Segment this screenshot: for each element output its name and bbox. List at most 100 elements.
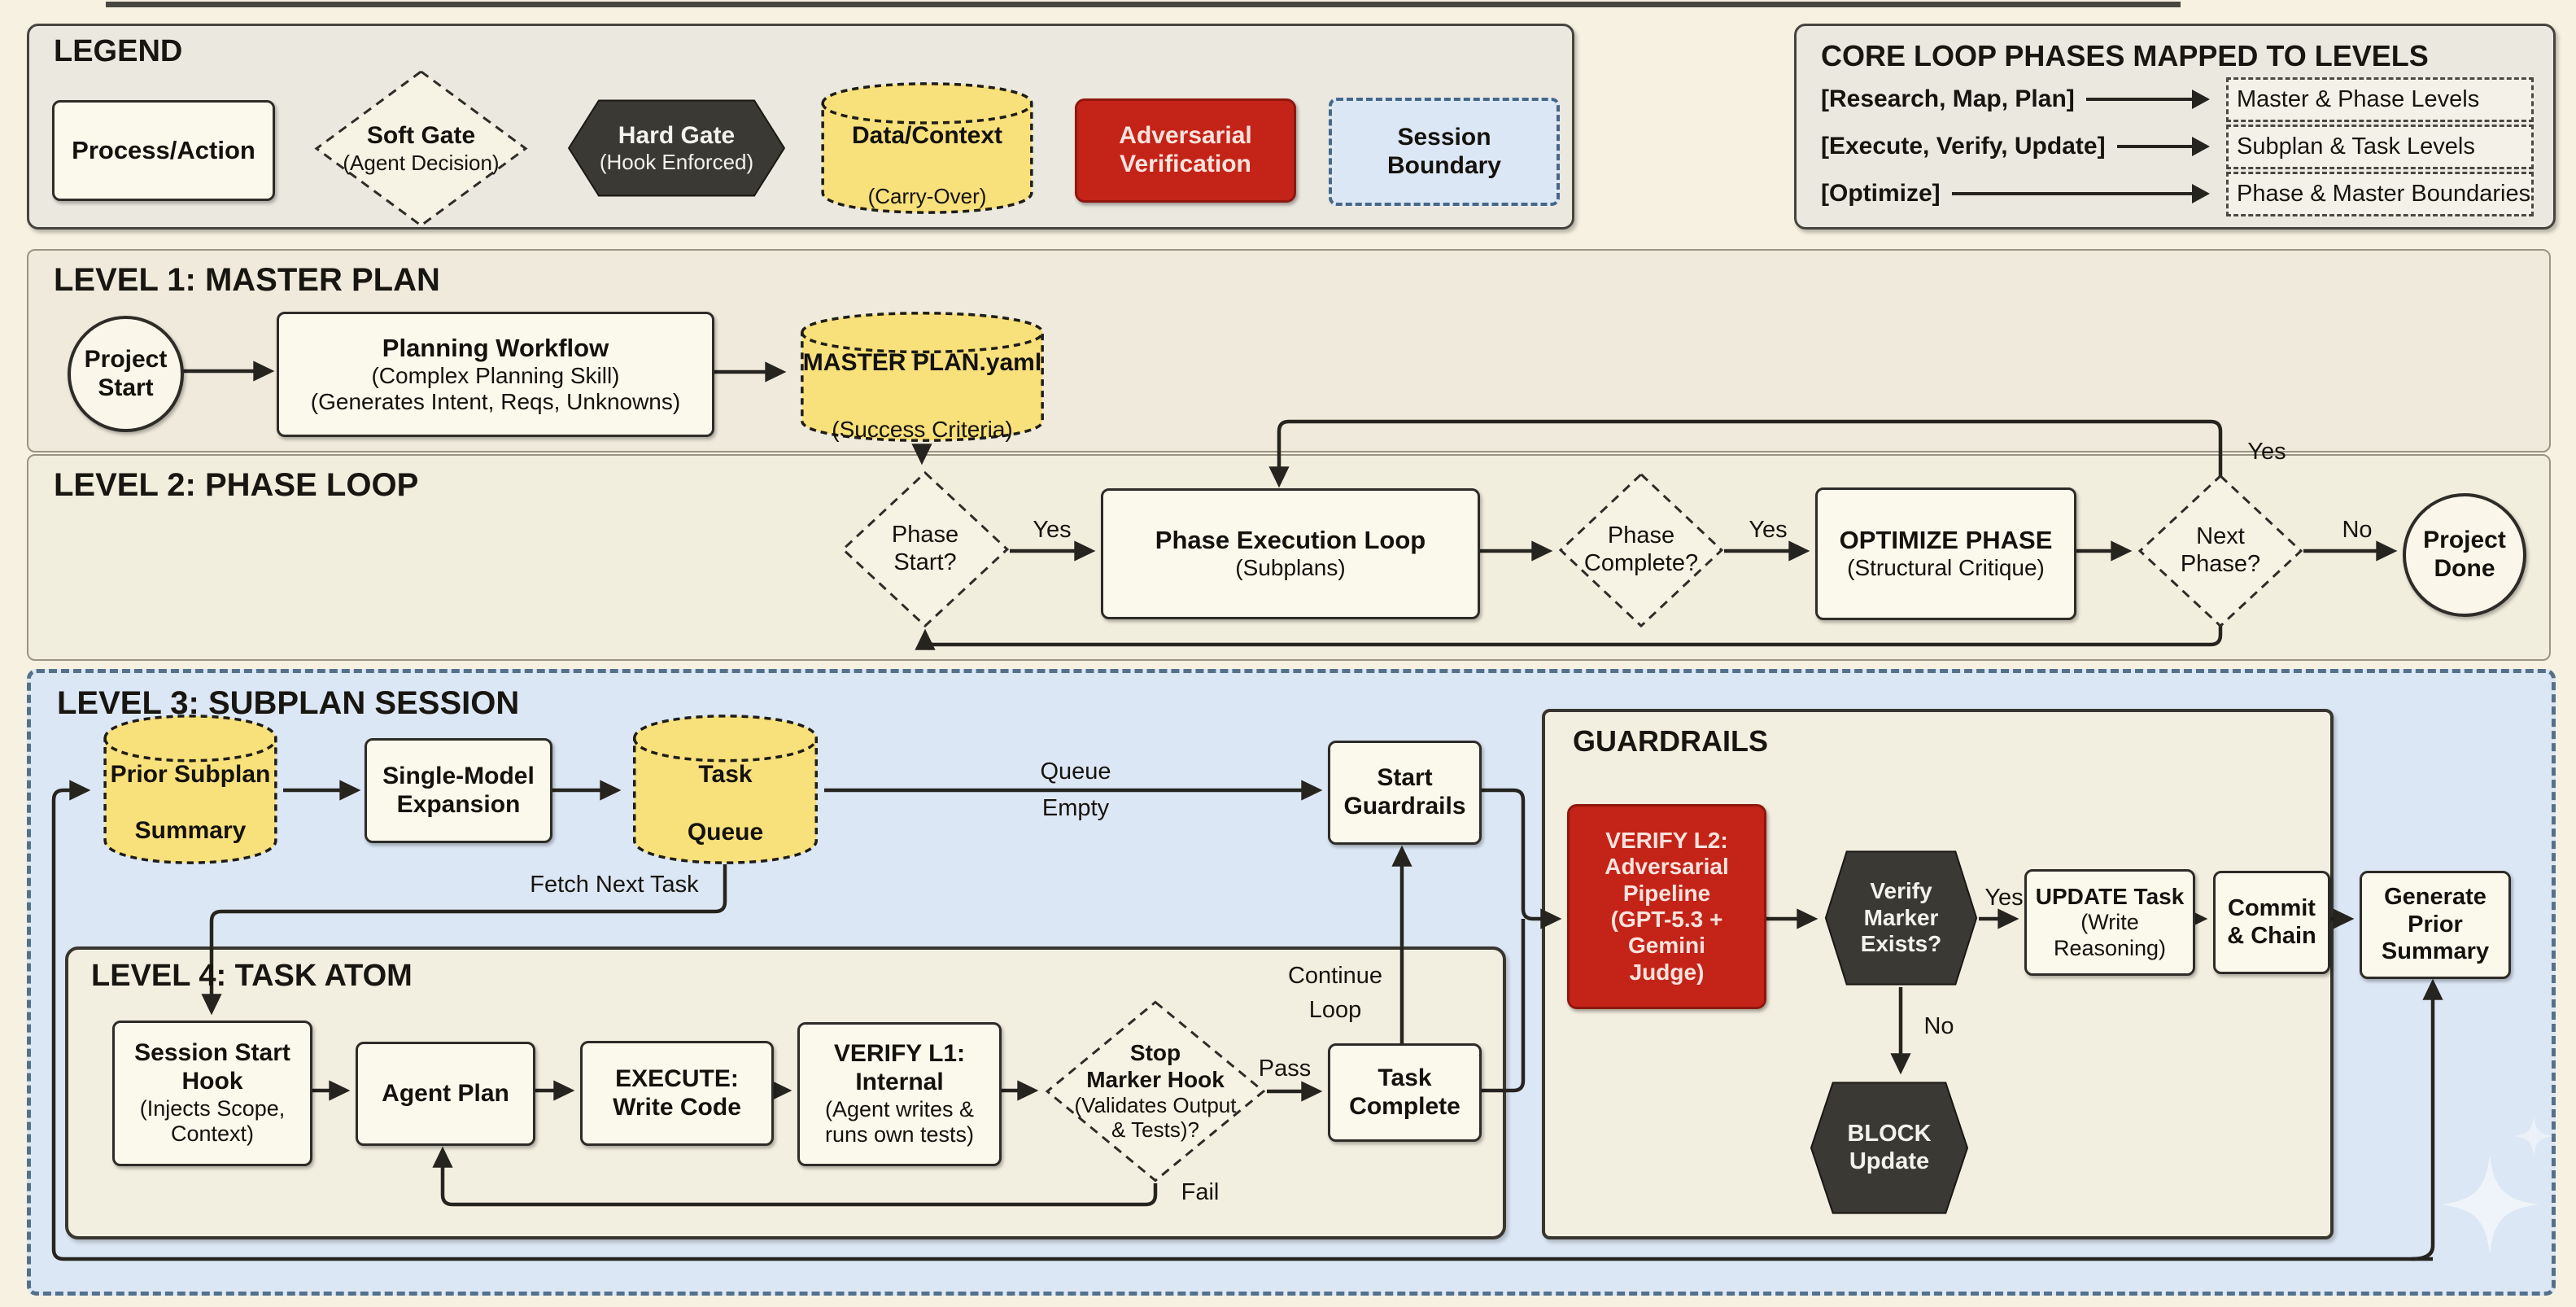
verify-l1-line3: (Agent writes & [824, 1096, 975, 1121]
core-loop-phase-label: [Execute, Verify, Update] [1821, 133, 2106, 160]
level4-title: LEVEL 4: TASK ATOM [91, 959, 413, 993]
core-loop-phase-label: [Optimize] [1821, 180, 1941, 207]
execute-node: EXECUTE: Write Code [580, 1041, 774, 1146]
task-complete-line2: Complete [1349, 1092, 1460, 1120]
arrow-right-icon [1951, 184, 2211, 203]
stop-marker-line3: (Validates Output [1074, 1093, 1237, 1118]
stop-marker-diamond-icon [1044, 999, 1267, 1183]
verify-l1-line1: VERIFY L1: [833, 1040, 966, 1068]
legend-adversarial-line1: Adversarial [1119, 122, 1252, 150]
agent-plan-line1: Agent Plan [382, 1079, 509, 1107]
core-loop-level-label: Master & Phase Levels [2226, 76, 2534, 122]
phase-complete-line1: Phase [1607, 522, 1675, 549]
legend-session-node: Session Boundary [1329, 98, 1560, 206]
block-update-hexagon-icon [1809, 1080, 1970, 1216]
task-queue-line2: Queue [687, 819, 764, 846]
edge-label-yes-start: Yes [1033, 517, 1072, 543]
single-model-line2: Expansion [396, 790, 521, 818]
guardrails-title: GUARDRAILS [1573, 724, 1768, 758]
master-plan-line1: MASTER PLAN.yaml [802, 349, 1042, 377]
sparkle-watermark-small-icon [2514, 1117, 2553, 1156]
block-update-line1: BLOCK [1847, 1120, 1932, 1147]
stop-marker-line1: Stop [1129, 1040, 1181, 1066]
task-complete-line1: Task [1378, 1064, 1432, 1091]
edge-label-guardrails-no: No [1923, 1013, 1954, 1039]
verify-marker-hexagon-icon [1823, 849, 1979, 987]
legend-soft-gate-sublabel: (Agent Decision) [343, 150, 500, 175]
core-loop-phase-label: [Research, Map, Plan] [1821, 85, 2075, 112]
execute-line1: EXECUTE: [615, 1064, 739, 1092]
commit-chain-line2: & Chain [2227, 922, 2316, 949]
core-loop-row-research: [Research, Map, Plan] Master & Phase Lev… [1821, 76, 2534, 122]
legend-process-label: Process/Action [72, 136, 255, 165]
core-loop-level-label: Phase & Master Boundaries [2226, 171, 2534, 216]
verify-l2-line5: Gemini [1628, 933, 1705, 959]
phase-complete-diamond-icon [1558, 472, 1724, 628]
project-start-line1: Project [84, 345, 168, 373]
prior-subplan-line2: Summary [134, 817, 247, 845]
prior-subplan-line1: Prior Subplan [110, 761, 271, 789]
session-hook-line3: (Injects Scope, [139, 1095, 286, 1121]
verify-l2-line3: Pipeline [1622, 880, 1711, 906]
edge-label-yes-complete: Yes [1749, 517, 1788, 543]
session-hook-line1: Session Start [134, 1039, 290, 1067]
phase-start-diamond-icon [840, 470, 1010, 628]
arrow-right-icon [2085, 90, 2211, 109]
single-model-line1: Single-Model [382, 762, 535, 789]
optimize-phase-node: OPTIMIZE PHASE (Structural Critique) [1815, 487, 2076, 620]
continue-loop-line1: Continue [1287, 963, 1383, 989]
agent-plan-node: Agent Plan [356, 1042, 535, 1146]
next-phase-node: Next Phase? [2137, 474, 2303, 628]
phase-execution-line1: Phase Execution Loop [1155, 526, 1426, 555]
edge-label-yes-loop: Yes [2247, 439, 2286, 465]
legend-data-context-label: Data/Context [851, 121, 1003, 149]
master-plan-node: MASTER PLAN.yaml (Success Criteria) [792, 308, 1053, 446]
sparkle-watermark-icon [2441, 1156, 2539, 1253]
stop-marker-node: Stop Marker Hook (Validates Output & Tes… [1044, 999, 1267, 1183]
planning-workflow-line1: Planning Workflow [382, 333, 609, 362]
legend-adversarial-node: Adversarial Verification [1075, 98, 1296, 203]
stop-marker-line2: Marker Hook [1086, 1066, 1225, 1092]
project-done-line2: Done [2434, 555, 2495, 582]
optimize-phase-line2: (Structural Critique) [1847, 555, 2045, 581]
queue-empty-line1: Queue [1040, 758, 1111, 785]
prior-subplan-node: Prior Subplan Summary [98, 710, 283, 869]
data-cylinder-icon [814, 78, 1041, 218]
edge-label-queue-empty: Queue Empty [1019, 754, 1133, 827]
continue-loop-line2: Loop [1308, 997, 1362, 1024]
phase-execution-node: Phase Execution Loop (Subplans) [1101, 488, 1480, 619]
next-phase-line1: Next [2196, 523, 2245, 550]
start-guardrails-line1: Start [1377, 764, 1433, 792]
verify-l2-line1: VERIFY L2: [1605, 827, 1728, 853]
verify-marker-node: Verify Marker Exists? [1823, 849, 1979, 987]
project-done-line1: Project [2423, 527, 2506, 554]
commit-chain-line1: Commit [2228, 894, 2316, 921]
legend-hard-gate-node: Hard Gate (Hook Enforced) [565, 98, 788, 198]
single-model-node: Single-Model Expansion [365, 738, 552, 843]
legend-hard-gate-label: Hard Gate [618, 121, 736, 149]
legend-process-node: Process/Action [52, 100, 275, 201]
legend-soft-gate-label: Soft Gate [366, 122, 476, 150]
edge-label-pass: Pass [1258, 1056, 1312, 1082]
next-phase-diamond-icon [2137, 474, 2303, 628]
legend-title: LEGEND [54, 34, 183, 68]
legend-adversarial-line2: Verification [1120, 151, 1251, 177]
project-start-line2: Start [98, 374, 154, 401]
project-done-node: Project Done [2403, 493, 2526, 617]
prior-subplan-cylinder-icon [98, 710, 283, 869]
phase-complete-line2: Complete? [1583, 550, 1699, 576]
edge-label-fail: Fail [1181, 1179, 1220, 1205]
verify-l2-line2: Adversarial [1605, 854, 1729, 880]
phase-execution-line2: (Subplans) [1235, 555, 1346, 581]
level2-title: LEVEL 2: PHASE LOOP [54, 467, 419, 503]
phase-start-node: Phase Start? [840, 470, 1010, 628]
core-loop-row-execute: [Execute, Verify, Update] Subplan & Task… [1821, 124, 2534, 169]
level1-title: LEVEL 1: MASTER PLAN [54, 262, 440, 298]
project-start-node: Project Start [68, 316, 184, 432]
generate-prior-line2: Prior [2408, 911, 2463, 938]
task-queue-cylinder-icon [627, 710, 824, 869]
verify-l1-line4: runs own tests) [824, 1122, 975, 1147]
update-task-line1: UPDATE Task [2035, 883, 2185, 909]
